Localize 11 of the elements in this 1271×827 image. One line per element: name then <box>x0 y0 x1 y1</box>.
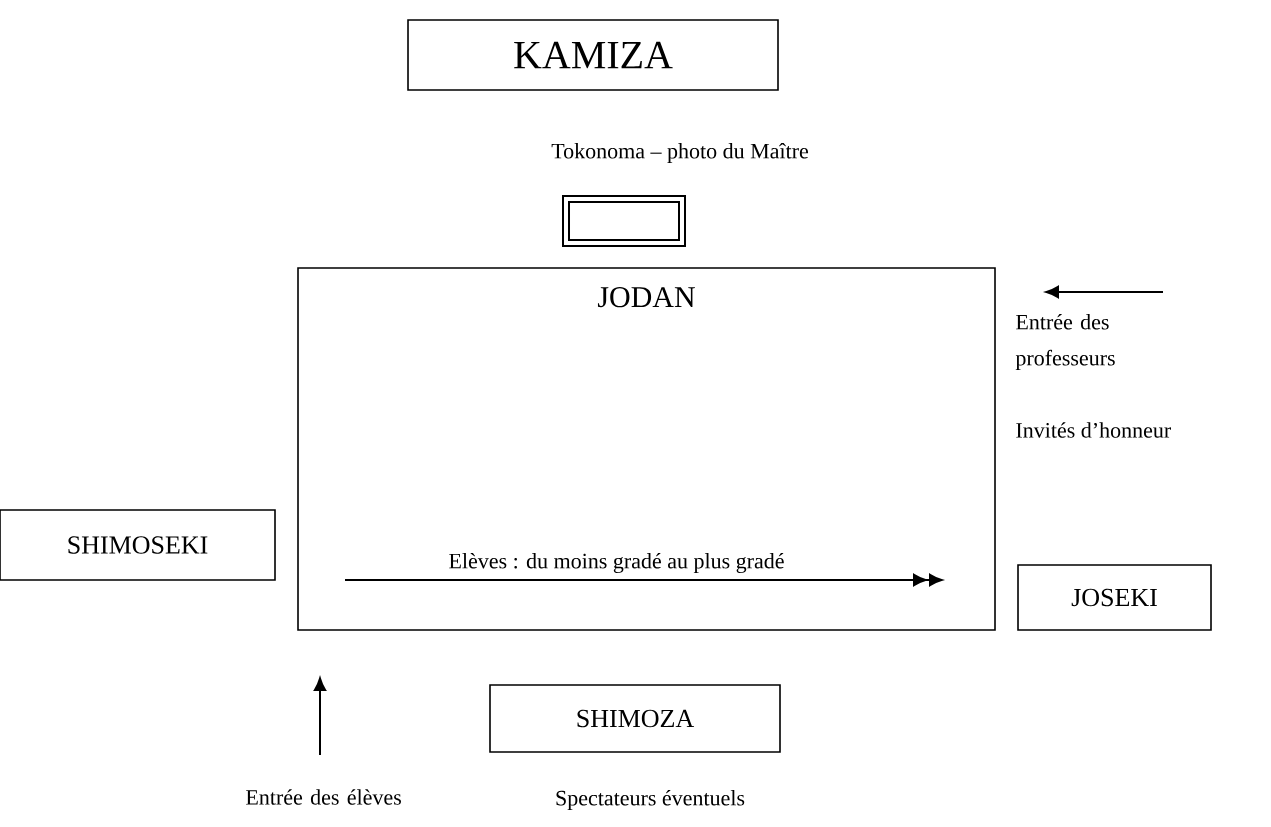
shimoza-box: SHIMOZA <box>489 684 781 753</box>
caption-text: Elèves : du moins gradé au plus gradé <box>449 553 784 573</box>
label-text: Invités d’honneur <box>1016 422 1171 438</box>
joseki-box: JOSEKI <box>1017 564 1212 631</box>
label-text: Entrée des professeurs <box>1015 314 1115 370</box>
label-text: Entrée des élèves <box>246 789 401 805</box>
kamiza-box: KAMIZA <box>407 19 779 91</box>
label-text: Tokonoma – photo du Maître <box>551 143 808 163</box>
tokonoma-frame <box>562 195 686 247</box>
shimoseki-box: SHIMOSEKI <box>0 509 276 581</box>
label-text: Spectateurs éventuels <box>556 790 745 810</box>
